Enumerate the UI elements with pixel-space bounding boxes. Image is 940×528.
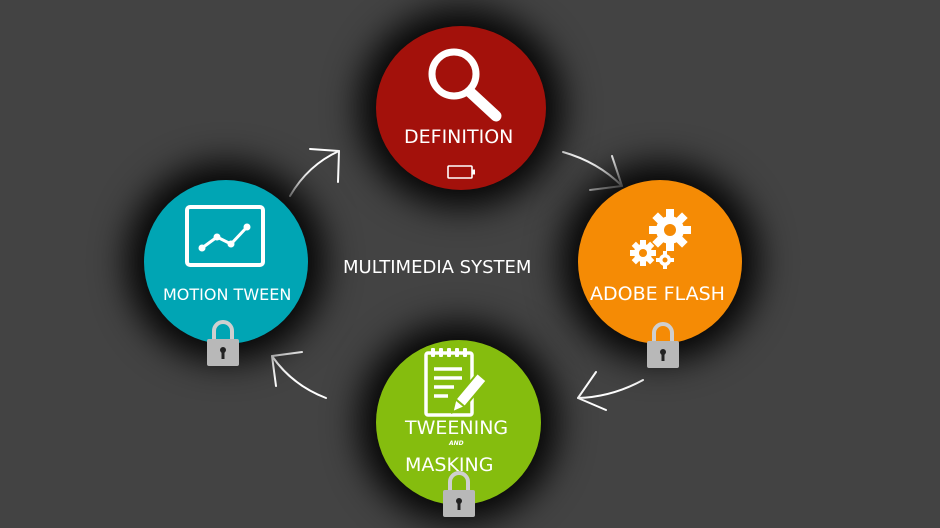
battery-icon xyxy=(447,165,475,179)
line-chart-icon xyxy=(185,205,265,267)
center-title: MULTIMEDIA SYSTEM xyxy=(343,257,532,278)
node-masking-label: MASKING xyxy=(405,454,494,476)
node-adobe-flash-label: ADOBE FLASH xyxy=(590,283,725,305)
node-definition-label: DEFINITION xyxy=(404,126,514,148)
arrow-motion-to-definition xyxy=(289,148,340,197)
lock-icon xyxy=(443,471,475,517)
node-motion-tween-label: MOTION TWEEN xyxy=(163,285,292,304)
node-tweening-label: TWEENING xyxy=(405,417,509,439)
lock-icon xyxy=(647,322,679,368)
notepad-pencil-icon xyxy=(424,348,489,417)
arrow-tweening-to-motion xyxy=(271,351,327,399)
lock-icon xyxy=(207,320,239,366)
arrow-flash-to-tweening xyxy=(577,371,644,411)
gears-icon xyxy=(630,209,691,269)
arrow-definition-to-flash xyxy=(562,151,623,191)
search-icon xyxy=(428,48,502,122)
node-tweening-and-label: AND xyxy=(449,440,464,447)
